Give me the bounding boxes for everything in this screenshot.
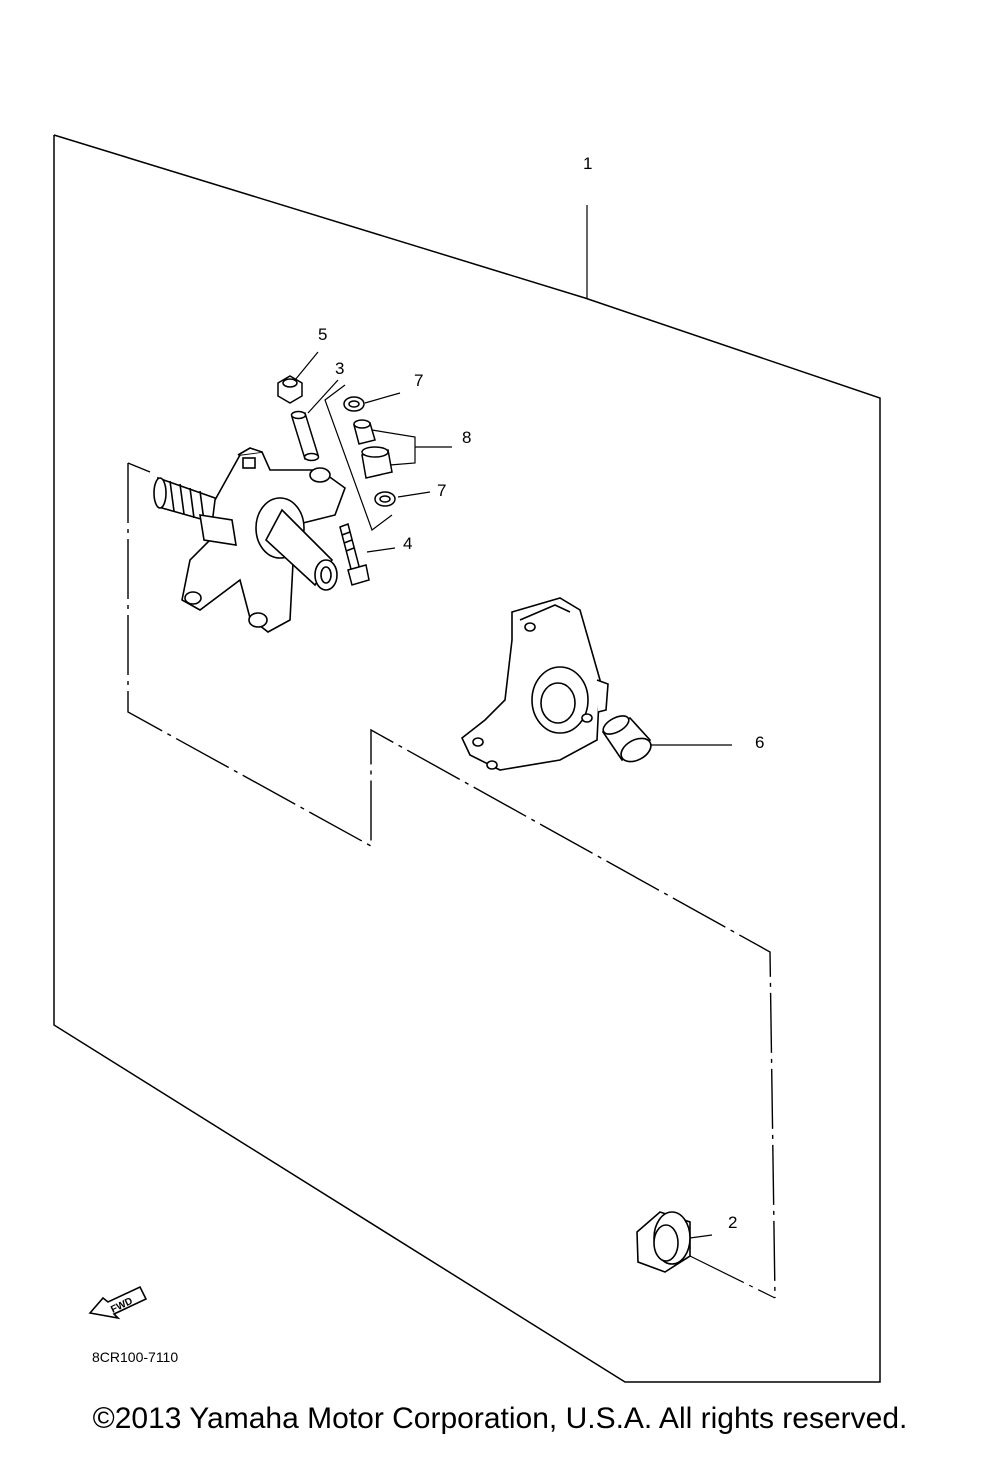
callout-1: 1 — [583, 154, 592, 173]
callout-labels: 1 5 3 7 8 7 4 6 2 — [318, 154, 764, 1232]
drive-hub-assembly — [153, 447, 346, 633]
bushing-6 — [601, 715, 652, 763]
bolt-part — [339, 523, 370, 586]
collar-part — [290, 410, 320, 462]
washer-lower — [374, 491, 396, 507]
bushing-large — [361, 446, 393, 479]
forward-arrow-icon: FWD — [88, 1285, 148, 1320]
callout-8: 8 — [462, 428, 471, 447]
callout-4: 4 — [403, 534, 412, 553]
cover-plate — [461, 597, 609, 771]
diagram-code: 8CR100-7110 — [92, 1349, 178, 1365]
nut-part — [277, 375, 303, 404]
inner-dashed-outline — [127, 462, 776, 1299]
washer-upper — [343, 396, 365, 412]
callout-7-upper: 7 — [414, 371, 423, 390]
callout-7-lower: 7 — [437, 481, 446, 500]
callout-6: 6 — [755, 733, 764, 752]
callout-2: 2 — [728, 1213, 737, 1232]
kit-outline — [53, 134, 881, 1383]
leader-lines — [294, 205, 776, 1299]
bushing-small — [353, 419, 376, 445]
callout-5: 5 — [318, 325, 327, 344]
copyright-notice: ©2013 Yamaha Motor Corporation, U.S.A. A… — [92, 1402, 908, 1435]
seal-ring — [636, 1211, 691, 1273]
callout-3: 3 — [335, 359, 344, 378]
